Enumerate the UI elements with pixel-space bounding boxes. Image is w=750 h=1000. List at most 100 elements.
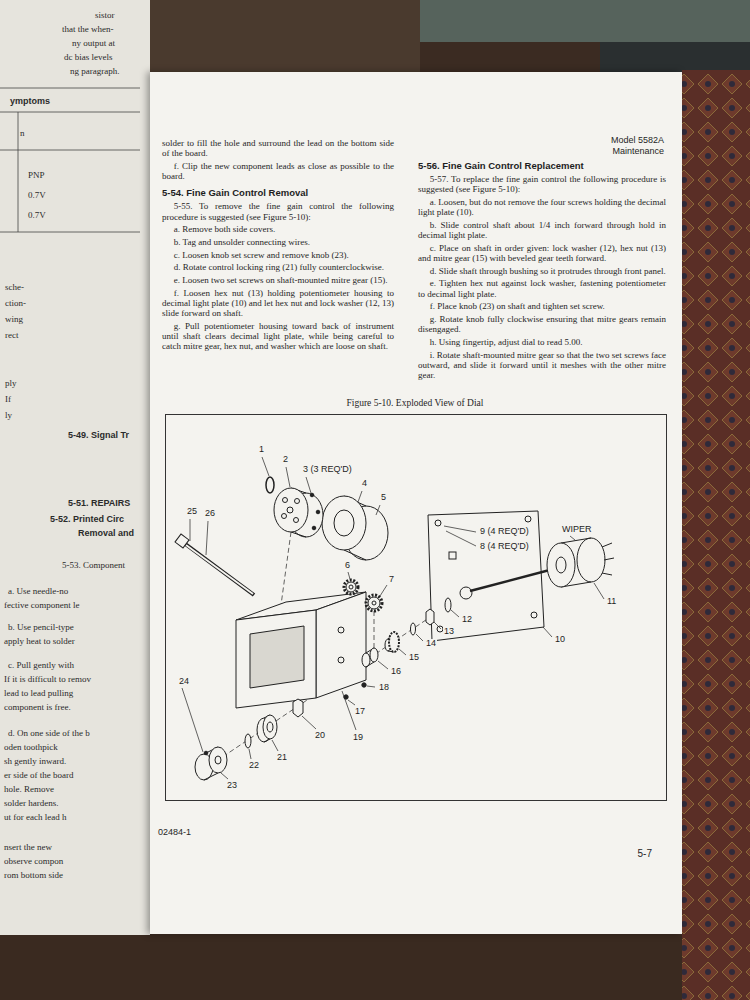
procedure-step: g. Rotate knob fully clockwise ensuring …	[418, 314, 666, 334]
page-text-fragment: rect	[5, 330, 19, 340]
front-hardware	[293, 699, 303, 717]
shaft-hardware	[411, 623, 416, 635]
page-text-fragment: If	[5, 394, 11, 404]
leader-line	[182, 688, 203, 752]
table-rule	[0, 232, 140, 233]
dial-housing	[250, 626, 304, 688]
callout-number: 12	[461, 615, 473, 624]
drum-screw	[316, 510, 320, 514]
dial-housing	[236, 592, 366, 708]
mitre-gear	[344, 580, 358, 594]
page-text-fragment: component is free.	[4, 702, 71, 712]
page-text-fragment: ction-	[5, 298, 26, 308]
mitre-gear	[372, 601, 376, 605]
dial-drum	[322, 496, 388, 560]
page-text-fragment: ly	[5, 410, 12, 420]
text-column: 5-56. Fine Gain Control Replacement5-57.…	[418, 160, 666, 383]
leader-line	[594, 583, 604, 599]
mitre-gear	[346, 582, 356, 592]
page-text-fragment: er side of the board	[4, 770, 73, 780]
center-line	[374, 611, 375, 648]
potentiometer	[547, 543, 575, 587]
page-text-fragment: ng paragraph.	[70, 66, 119, 76]
background-shapes	[420, 0, 750, 42]
mitre-gear	[349, 585, 353, 589]
callout-number: 20	[314, 731, 326, 740]
front-hardware	[245, 734, 251, 748]
shaft-hardware	[426, 609, 434, 625]
page-text-fragment: rom bottom side	[4, 870, 63, 880]
center-line	[218, 593, 466, 760]
page-text-fragment: hole. Remove	[4, 784, 54, 794]
front-hardware	[245, 699, 303, 748]
callout-number: 17	[354, 707, 366, 716]
page-text-fragment: observe compon	[4, 856, 63, 866]
procedure-step: f. Place knob (23) on shaft and tighten …	[418, 301, 666, 311]
retaining-ring	[266, 477, 274, 493]
text-column: solder to fill the hole and surround the…	[162, 138, 394, 354]
page-text-fragment: 0.7V	[28, 190, 46, 200]
hub-drum	[274, 488, 308, 532]
callout-number: 6	[344, 561, 351, 570]
leader-line	[416, 634, 423, 641]
page-text-fragment: a. Use needle-no	[8, 586, 68, 596]
leader-line	[378, 661, 388, 669]
leader-line	[182, 457, 604, 779]
callout-number: 5	[380, 493, 387, 502]
potentiometer	[556, 557, 566, 573]
leader-line	[272, 740, 278, 751]
leader-line	[190, 519, 191, 541]
callout-label: 3 (3 REQ'D)	[302, 465, 353, 474]
table-rule	[18, 112, 19, 232]
hub-drum	[294, 518, 299, 523]
callout-number: 18	[378, 683, 390, 692]
leader-line	[446, 531, 476, 546]
dial-housing	[236, 610, 316, 708]
procedure-step: b. Slide control shaft about 1/4 inch fo…	[418, 220, 666, 240]
callout-number: 2	[282, 455, 289, 464]
potentiometer	[470, 538, 614, 591]
page-text-fragment: apply heat to solder	[4, 636, 75, 646]
mitre-gear	[366, 595, 382, 611]
left-page-rules	[0, 0, 150, 935]
page-text-fragment: Removal and	[78, 528, 134, 538]
knob	[215, 756, 221, 764]
callout-label: WIPER	[561, 525, 593, 534]
knob	[204, 751, 208, 755]
long-screw	[175, 534, 254, 595]
page-text-fragment: sistor	[95, 10, 115, 20]
decimal-light-plate	[525, 516, 531, 522]
leader-line	[570, 536, 575, 540]
background-shapes	[150, 0, 420, 75]
dial-housing	[338, 627, 344, 633]
exploded-view	[166, 415, 666, 800]
leader-line	[249, 749, 251, 759]
section-heading: 5-54. Fine Gain Control Removal	[162, 187, 394, 198]
procedure-step: h. Using fingertip, adjust dial to read …	[418, 337, 666, 347]
dial-drum	[322, 496, 366, 550]
long-screw	[184, 543, 254, 595]
callout-number: 23	[226, 781, 238, 790]
page-text-fragment: ply	[5, 378, 17, 388]
page-text-fragment: ymptoms	[10, 96, 50, 106]
procedure-step: a. Loosen, but do not remove the four sc…	[418, 197, 666, 217]
background-shapes	[682, 70, 750, 1000]
potentiometer	[602, 543, 614, 575]
leader-line	[444, 526, 476, 532]
table-rule	[0, 112, 140, 113]
page-number: 5-7	[638, 849, 652, 859]
exploded-view-parts	[175, 457, 614, 780]
procedure-step: d. Rotate control locking ring (21) full…	[162, 262, 394, 272]
body-paragraph: 5-55. To remove the fine gain control th…	[162, 201, 394, 221]
page-text-fragment: 0.7V	[28, 210, 46, 220]
hub-drum	[295, 499, 300, 504]
document-number: 02484-1	[158, 827, 191, 837]
leader-line	[206, 521, 208, 555]
page-text-fragment: c. Pull gently with	[8, 660, 74, 670]
page-text-fragment: oden toothpick	[4, 742, 58, 752]
leader-line	[367, 686, 375, 687]
callout-number: 24	[178, 677, 190, 686]
